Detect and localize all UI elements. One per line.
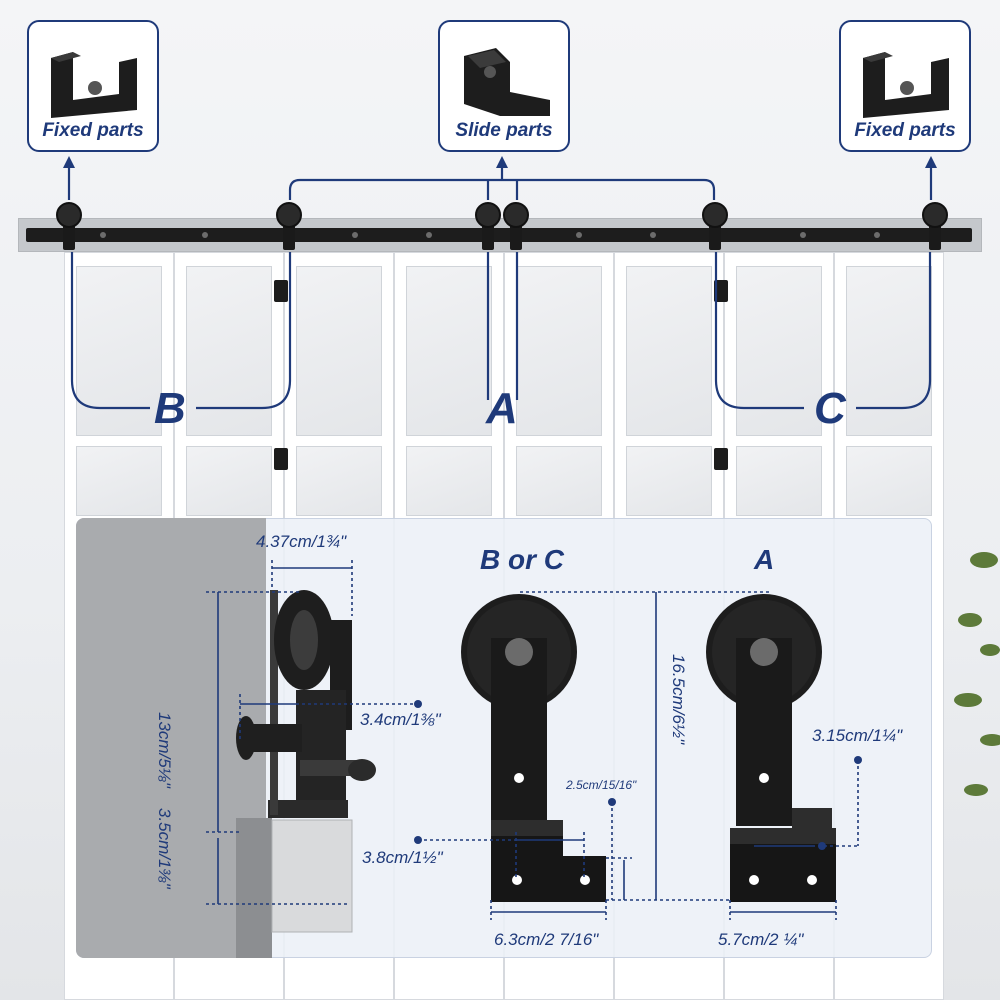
callout-slide-parts: Slide parts	[438, 20, 570, 152]
hinge-icon	[714, 448, 728, 470]
heading-a: A	[754, 544, 775, 575]
slide-bracket-icon	[464, 48, 550, 116]
callout-label: Slide parts	[455, 120, 553, 141]
glass-pane	[516, 266, 602, 436]
dim-label: 3.5cm/1⅜"	[155, 808, 174, 889]
dim-label: 4.37cm/1¾"	[256, 532, 347, 551]
group-label-a: A	[486, 384, 518, 433]
glass-pane	[516, 446, 602, 516]
dim-label: 3.8cm/1½"	[362, 848, 443, 867]
roller-wheel-icon	[56, 202, 82, 228]
glass-pane	[186, 266, 272, 436]
sliding-rail	[26, 228, 972, 242]
dim-label: 3.15cm/1¼"	[812, 726, 903, 745]
roller-wheel-icon	[503, 202, 529, 228]
rail-bolt-icon	[352, 232, 358, 238]
dim-label: 6.3cm/2 7/16"	[494, 930, 599, 949]
roller-wheel-icon	[475, 202, 501, 228]
glass-pane	[846, 446, 932, 516]
glass-pane	[626, 266, 712, 436]
hinge-icon	[274, 448, 288, 470]
glass-pane	[296, 446, 382, 516]
heading-b-or-c: B or C	[480, 544, 564, 575]
glass-pane	[406, 446, 492, 516]
callout-label: Fixed parts	[854, 120, 956, 141]
rail-bolt-icon	[202, 232, 208, 238]
rail-bolt-icon	[100, 232, 106, 238]
u-bracket-icon	[863, 52, 949, 118]
glass-pane	[846, 266, 932, 436]
group-label-c: C	[814, 384, 846, 433]
hinge-icon	[274, 280, 288, 302]
rail-bolt-icon	[874, 232, 880, 238]
callout-fixed-parts-left: Fixed parts	[27, 20, 159, 152]
rail-bolt-icon	[426, 232, 432, 238]
dim-label: 5.7cm/2 ¼"	[718, 930, 804, 949]
callout-label: Fixed parts	[42, 120, 144, 141]
glass-pane	[736, 446, 822, 516]
glass-pane	[406, 266, 492, 436]
rail-bolt-icon	[650, 232, 656, 238]
glass-pane	[76, 446, 162, 516]
dim-label: 16.5cm/6½"	[669, 654, 688, 745]
glass-pane	[736, 266, 822, 436]
dim-label: 13cm/5⅛"	[155, 712, 174, 788]
glass-pane	[626, 446, 712, 516]
dim-label: 2.5cm/15/16"	[566, 778, 637, 792]
glass-pane	[186, 446, 272, 516]
roller-wheel-icon	[276, 202, 302, 228]
rail-bolt-icon	[576, 232, 582, 238]
rail-bolt-icon	[800, 232, 806, 238]
roller-wheel-icon	[702, 202, 728, 228]
roller-wheel-icon	[922, 202, 948, 228]
hinge-icon	[714, 280, 728, 302]
callout-fixed-parts-right: Fixed parts	[839, 20, 971, 152]
dim-label: 3.4cm/1⅜"	[360, 710, 441, 729]
glass-pane	[76, 266, 162, 436]
glass-pane	[296, 266, 382, 436]
u-bracket-icon	[51, 52, 137, 118]
group-label-b: B	[154, 384, 186, 433]
